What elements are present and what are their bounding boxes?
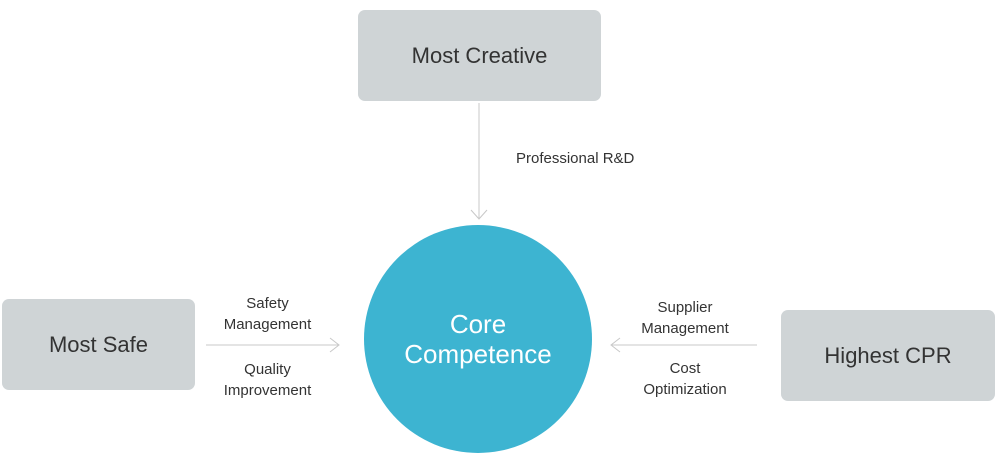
node-most-safe: Most Safe [2,299,195,390]
node-highest-cpr-label: Highest CPR [824,342,952,368]
arrow-right-head [610,337,621,353]
edge-label-professional-rd-text: Professional R&D [516,150,635,167]
edge-label-safety-management: Safety Management [205,293,330,335]
edge-label-quality-line2: Improvement [223,382,312,399]
node-most-creative: Most Creative [358,10,601,101]
core-competence-line1: Core [449,309,507,339]
edge-label-safety-line1: Safety [246,295,289,312]
edge-label-quality-improvement: Quality Improvement [205,359,330,401]
edge-label-supplier-line2: Management [641,320,729,337]
node-most-safe-label: Most Safe [48,331,149,357]
node-highest-cpr: Highest CPR [781,310,995,401]
arrow-top-head [470,209,488,220]
edge-label-supplier-management: Supplier Management [625,297,745,339]
edge-label-cost-line1: Cost [669,360,701,377]
edge-label-cost-optimization: Cost Optimization [625,358,745,400]
edge-label-safety-line2: Management [223,316,312,333]
edge-label-quality-line1: Quality [244,361,291,378]
edge-label-cost-line2: Optimization [643,381,727,398]
edge-label-professional-rd: Professional R&D [516,148,634,169]
edge-label-supplier-line1: Supplier [657,299,713,316]
arrow-left-head [329,337,340,353]
node-most-creative-label: Most Creative [411,42,548,68]
core-competence-line2: Competence [404,339,552,369]
node-core-competence: Core Competence [364,225,592,453]
